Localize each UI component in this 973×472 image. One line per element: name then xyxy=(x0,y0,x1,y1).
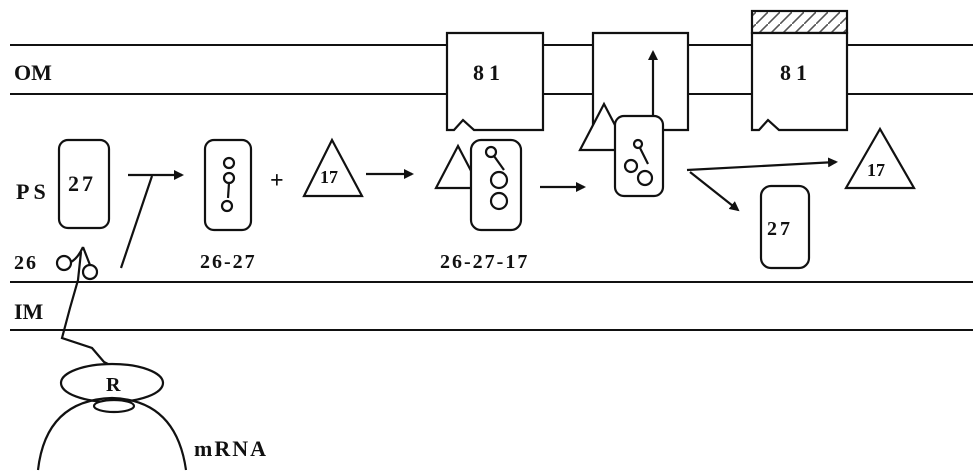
pore-complex-box xyxy=(615,116,663,196)
pore-81-label-2: 81 xyxy=(780,60,812,85)
om-label: OM xyxy=(14,60,52,85)
protein-26-label: 26 xyxy=(14,252,38,274)
ribosome-label: R xyxy=(106,374,121,396)
arrow-release-17 xyxy=(687,162,836,170)
mrna-label: mRNA xyxy=(194,436,268,461)
arrow-release-27 xyxy=(690,172,738,210)
arrow-up-stem xyxy=(121,176,152,268)
im-label: IM xyxy=(14,299,44,324)
triangle-17-mid-label: 17 xyxy=(320,167,338,187)
protein-26-lollipop xyxy=(57,247,97,279)
hatched-cap xyxy=(752,11,847,33)
complex-26-27-label: 26-27 xyxy=(200,251,257,273)
pore-81-third: 81 xyxy=(752,11,847,130)
triangle-17-released-label: 17 xyxy=(867,160,885,180)
mrna-ribosome-junction xyxy=(94,400,134,412)
pore-81-first: 81 xyxy=(447,33,543,130)
box-27-released-label: 27 xyxy=(767,218,793,240)
box-27-left-label: 27 xyxy=(68,171,96,196)
ps-label: PS xyxy=(16,179,50,204)
plus-sign: + xyxy=(270,168,284,194)
complex-26-27-17-label: 26-27-17 xyxy=(440,251,529,273)
pore-81-label: 81 xyxy=(473,60,505,85)
